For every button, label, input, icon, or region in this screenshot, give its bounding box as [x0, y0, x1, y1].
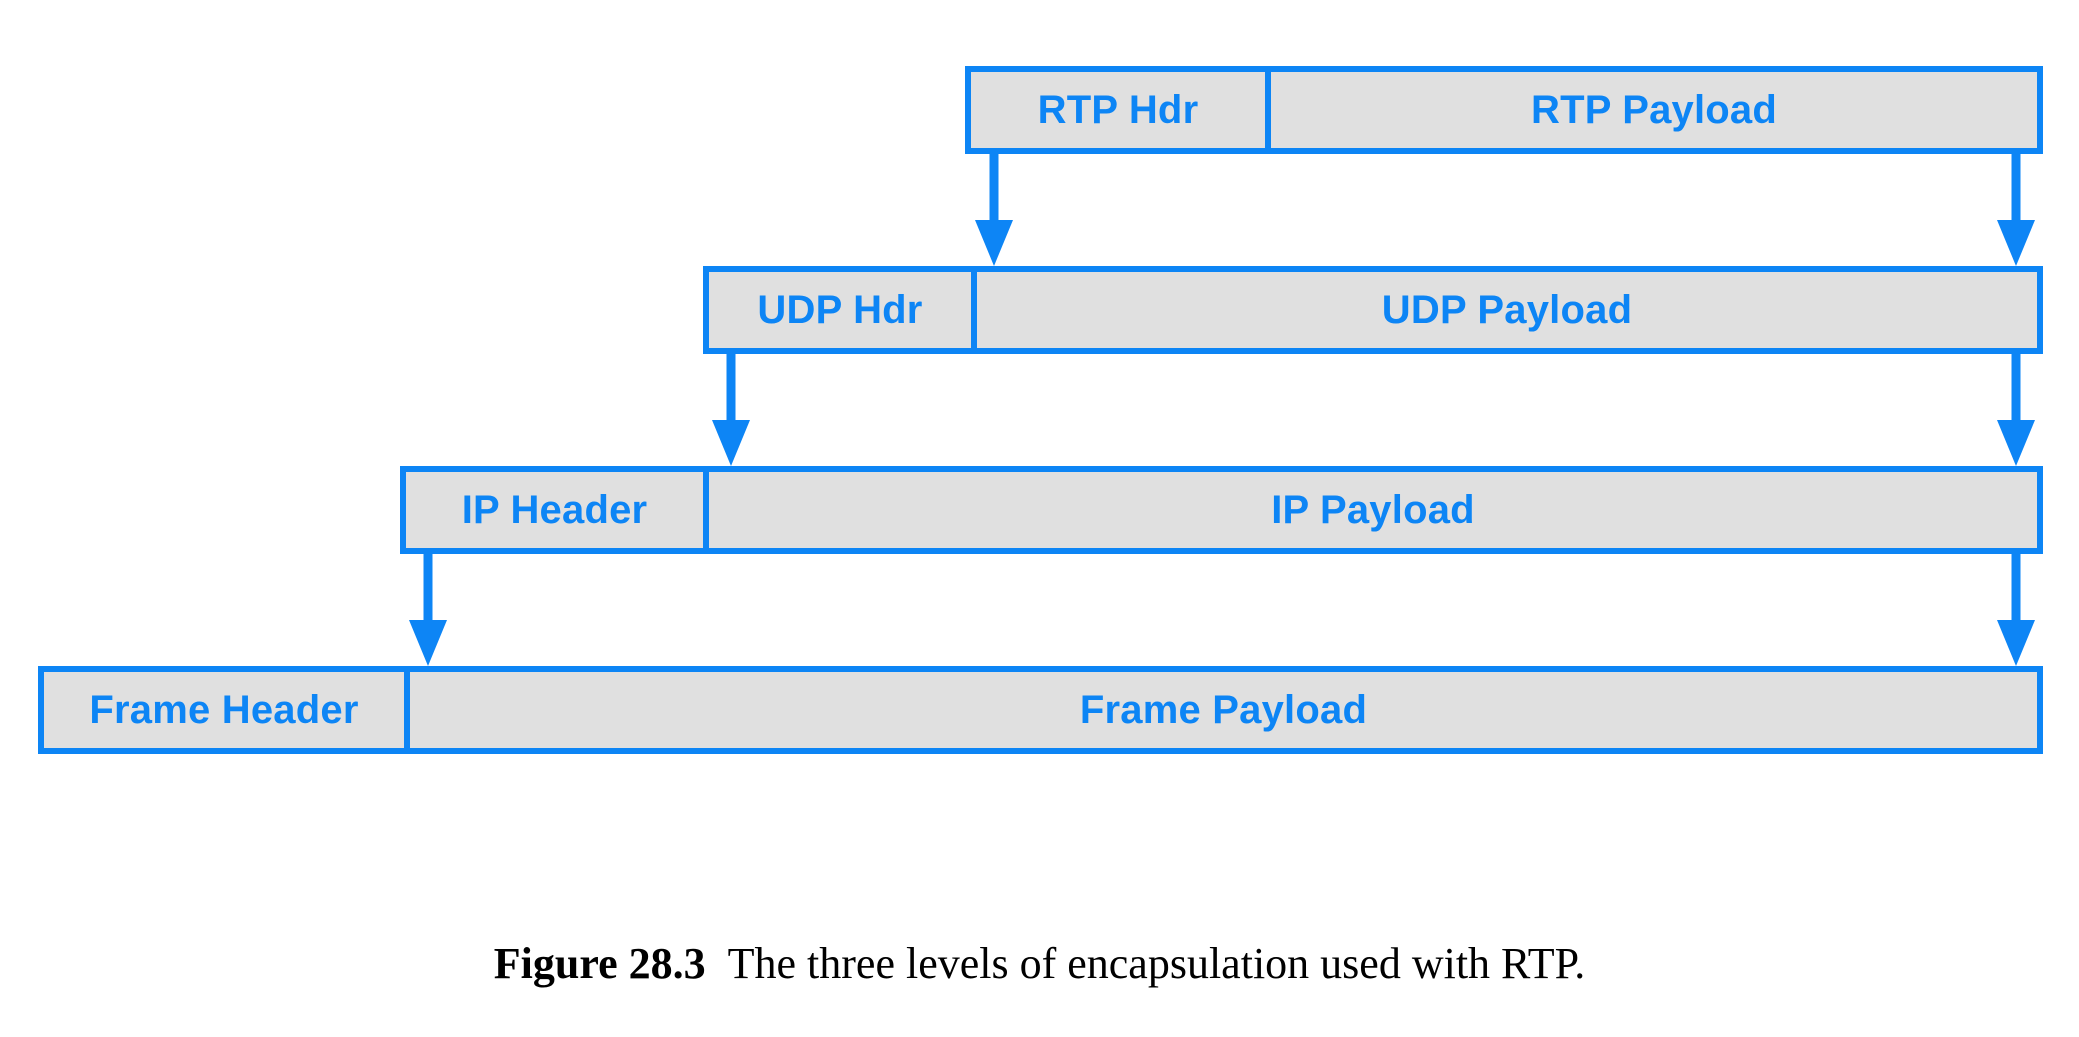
caption-spacer: [706, 939, 728, 988]
frame-payload-cell: Frame Payload: [410, 672, 2037, 748]
encapsulation-row-frame: Frame Header Frame Payload: [38, 666, 2043, 754]
arrow-rtp-hdr-to-udp-hdr: [975, 154, 1013, 266]
figure-caption: Figure 28.3 The three levels of encapsul…: [0, 938, 2079, 989]
ip-payload-cell: IP Payload: [709, 472, 2037, 548]
rtp-payload-cell: RTP Payload: [1271, 72, 2037, 148]
arrow-udp-end-to-ip-end: [1997, 354, 2035, 466]
figure-caption-text: The three levels of encapsulation used w…: [727, 939, 1586, 988]
rtp-header-cell: RTP Hdr: [971, 72, 1271, 148]
ip-header-cell: IP Header: [406, 472, 709, 548]
arrow-ip-end-to-frame-end: [1997, 554, 2035, 666]
arrow-udp-hdr-to-ip-hdr: [712, 354, 750, 466]
encapsulation-row-udp: UDP Hdr UDP Payload: [703, 266, 2043, 354]
udp-header-cell: UDP Hdr: [709, 272, 977, 348]
udp-payload-cell: UDP Payload: [977, 272, 2037, 348]
figure-caption-label: Figure 28.3: [493, 939, 706, 988]
encapsulation-row-rtp: RTP Hdr RTP Payload: [965, 66, 2043, 154]
arrow-rtp-end-to-udp-end: [1997, 154, 2035, 266]
arrow-ip-hdr-to-frame-hdr: [409, 554, 447, 666]
frame-header-cell: Frame Header: [44, 672, 410, 748]
encapsulation-row-ip: IP Header IP Payload: [400, 466, 2043, 554]
